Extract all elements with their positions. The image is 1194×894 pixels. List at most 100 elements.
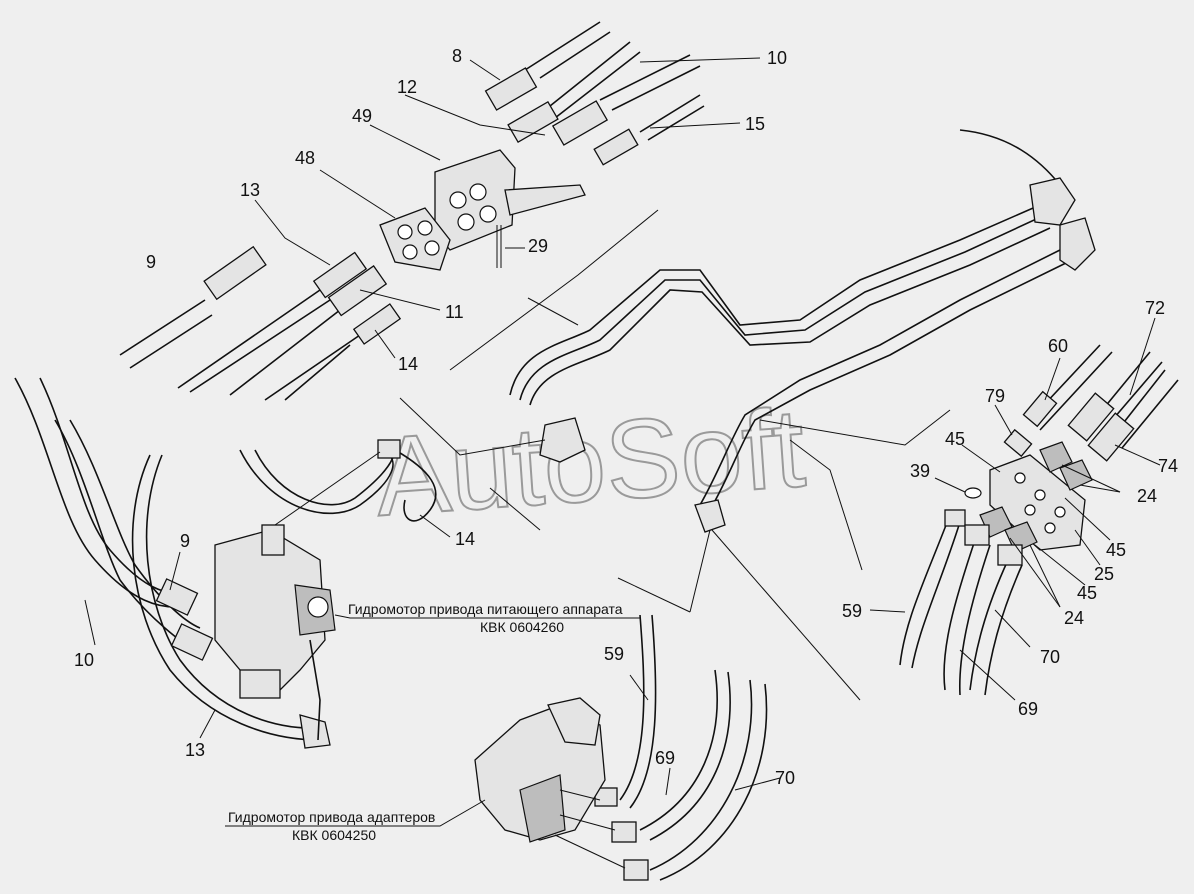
hose-14-left-1 (239, 449, 394, 515)
callout-13-left: 13 (185, 740, 205, 760)
feeder-motor-base (239, 669, 281, 699)
callout-60: 60 (1048, 336, 1068, 356)
leader-69-bottom (665, 767, 671, 796)
fitting-12 (507, 100, 559, 144)
callout-14-left: 14 (455, 529, 475, 549)
hose-9-left (54, 419, 196, 651)
lower-block (694, 499, 726, 533)
fitting-69-right (964, 524, 990, 546)
callout-70-right: 70 (1040, 647, 1060, 667)
leader-45-top (961, 444, 1001, 473)
leader-70-right (994, 609, 1031, 648)
hose-10 (599, 54, 691, 101)
leader-bundle-4 (489, 487, 541, 531)
callout-8: 8 (452, 46, 462, 66)
hose-12 (544, 41, 631, 111)
fitting-60 (1022, 390, 1058, 428)
leader-45-low (1034, 544, 1086, 586)
fitting-9-left (155, 578, 199, 616)
main-hose-bundle-1 (509, 204, 1041, 396)
leader-13-left (199, 709, 216, 739)
leader-bundle-3 (399, 397, 546, 456)
callout-74: 74 (1158, 456, 1178, 476)
callout-69-right: 69 (1018, 699, 1038, 719)
callout-12: 12 (397, 77, 417, 97)
callout-14-top: 14 (398, 354, 418, 374)
leader-45-mid (1064, 497, 1111, 541)
hose-9-edge (129, 314, 213, 369)
fitting-59-right (944, 509, 966, 527)
hose-74-edge (1121, 379, 1179, 449)
leader-14-left (419, 514, 451, 538)
fitting-9 (203, 245, 267, 301)
hose-13-edge (189, 299, 331, 393)
hose-70-right (969, 559, 1009, 691)
lower-hose-bundle-1 (699, 249, 1061, 506)
leader-48 (319, 169, 396, 219)
leader-70-bottom (734, 777, 781, 791)
callout-39: 39 (910, 461, 930, 481)
leader-feeder-caption (334, 614, 640, 619)
leader-39 (934, 477, 966, 493)
hose-70-bottom (649, 679, 753, 871)
leader-79 (994, 404, 1013, 436)
adapter-motor-group (225, 614, 781, 881)
hose-14-left-edge (254, 444, 395, 506)
leader-49 (369, 124, 441, 161)
callout-59-right: 59 (842, 601, 862, 621)
callout-70-bottom: 70 (775, 768, 795, 788)
callout-29: 29 (528, 236, 548, 256)
callout-9-left: 9 (180, 531, 190, 551)
adapter-motor-caption-line1: Гидромотор привода адаптеров (228, 809, 435, 825)
callout-45-low: 45 (1077, 583, 1097, 603)
hose-60-edge (1039, 351, 1113, 431)
manifold-hole (1024, 504, 1036, 516)
leader-bundle-8 (711, 529, 861, 701)
hose-14-left-2 (394, 449, 437, 522)
feeder-motor-caption-line1: Гидромотор привода питающего аппарата (348, 601, 623, 617)
hose-8-edge (539, 31, 611, 79)
callout-13-top: 13 (240, 180, 260, 200)
fitting-11 (327, 265, 388, 317)
fitting-14 (352, 303, 402, 345)
feeder-motor-port (261, 524, 285, 556)
callout-45-mid: 45 (1106, 540, 1126, 560)
leader-72 (1129, 317, 1156, 396)
block-hole (449, 191, 467, 209)
elbow-13 (299, 714, 331, 749)
adapter-motor-caption-line2: КВК 0604250 (292, 827, 376, 843)
manifold-hole (1034, 489, 1046, 501)
callout-11: 11 (445, 302, 464, 322)
leader-25 (1074, 529, 1101, 566)
plate-hole (417, 220, 433, 236)
callout-69-bottom: 69 (655, 748, 675, 768)
plate-hole (397, 224, 413, 240)
block-hole (469, 183, 487, 201)
port-line-1 (559, 789, 601, 801)
leader-8 (469, 59, 501, 81)
fitting-15 (593, 128, 639, 166)
hose-11 (229, 309, 341, 396)
top-right-hose (959, 129, 1061, 186)
callout-48: 48 (295, 148, 315, 168)
leader-bundle-2 (527, 297, 579, 326)
fitting-69-bottom (611, 821, 637, 843)
leader-59-right (869, 609, 906, 613)
hose-69-right-edge (958, 544, 991, 696)
block-hole (457, 213, 475, 231)
hose-70-bottom-edge (659, 683, 768, 881)
leader-69-right (959, 649, 1016, 701)
port-line-2 (559, 814, 616, 831)
seal-39 (964, 487, 982, 499)
fitting-70-bottom (623, 859, 649, 881)
hose-59-bottom-edge (629, 614, 657, 809)
hose-13-left (131, 454, 321, 741)
hose-9 (119, 299, 206, 356)
leader-24-bottom-2 (1009, 537, 1061, 608)
right-manifold-group (869, 317, 1179, 701)
callout-10-top: 10 (767, 48, 787, 68)
feeder-motor-caption-line2: КВК 0604260 (480, 619, 564, 635)
fitting-13-left (170, 623, 214, 661)
flange-24-top-1 (1039, 441, 1073, 473)
